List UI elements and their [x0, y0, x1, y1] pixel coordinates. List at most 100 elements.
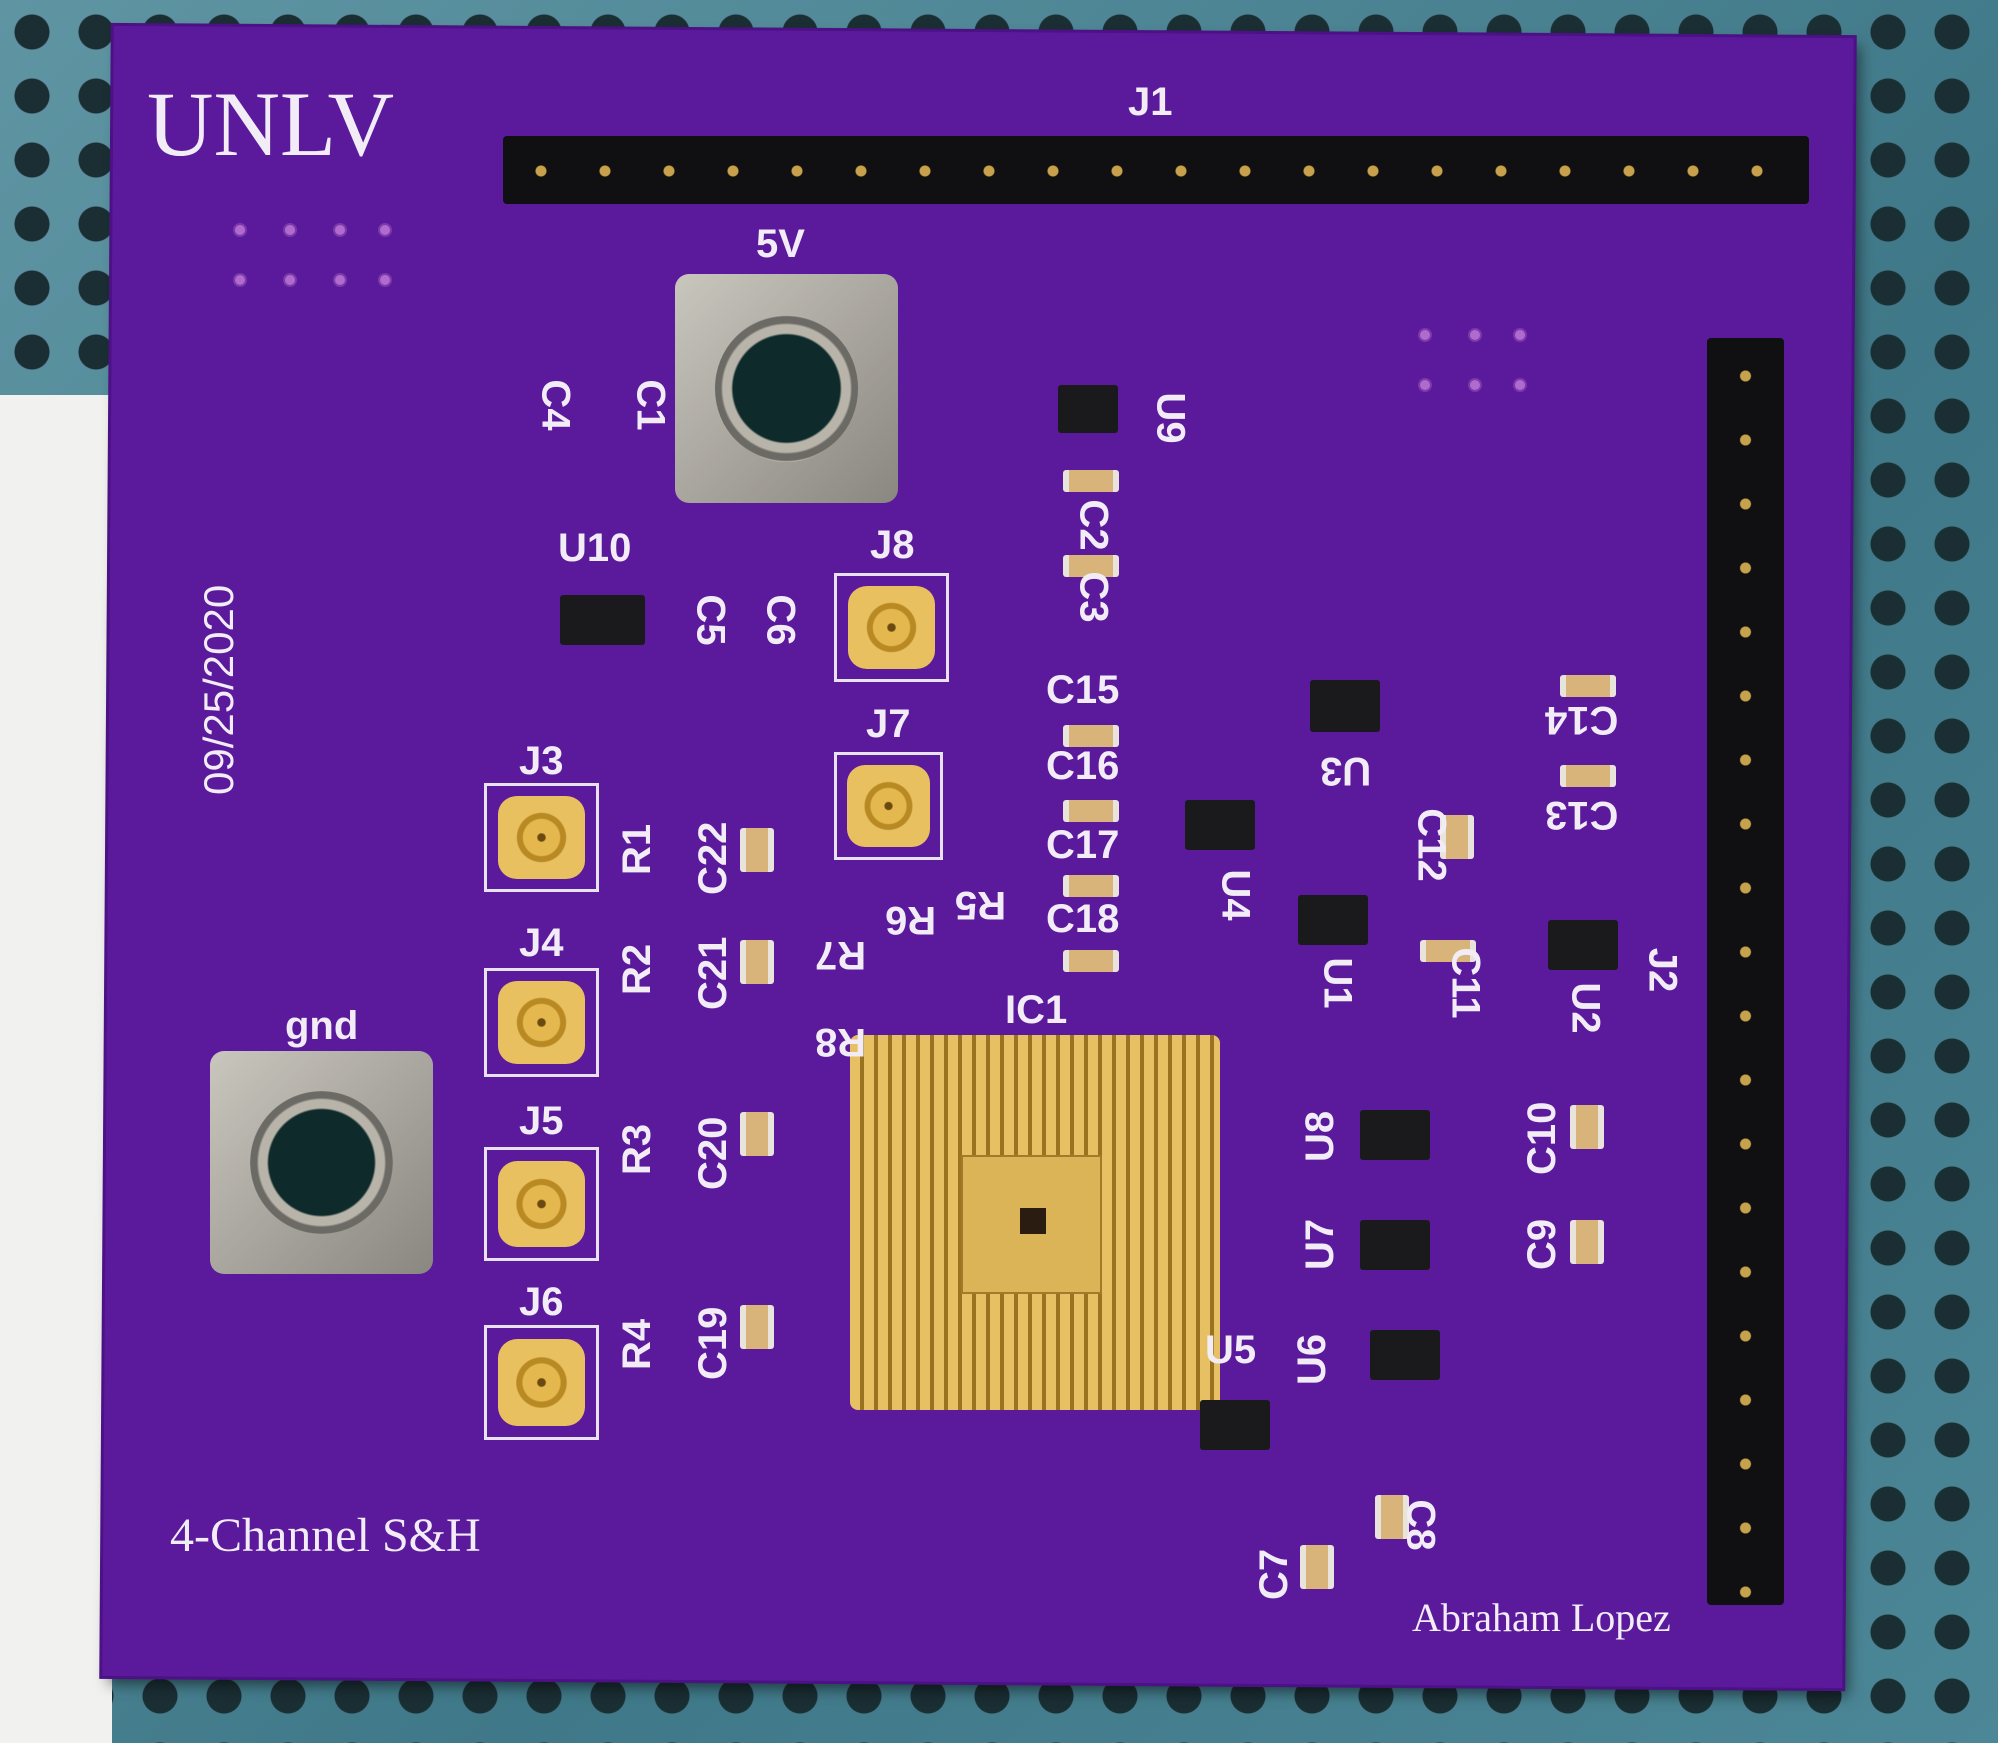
header-j1 [503, 136, 1809, 204]
label-c14: C14 [1545, 698, 1619, 742]
cap-part [1440, 815, 1474, 859]
via [380, 225, 390, 235]
board-title: 4-Channel S&H [170, 1509, 481, 1562]
label-5v: 5V [756, 222, 805, 266]
label-u5: U5 [1205, 1328, 1257, 1372]
label-r7: R7 [815, 933, 867, 977]
u2-part [1548, 920, 1618, 970]
u9-part [1058, 385, 1118, 433]
label-c16: C16 [1046, 744, 1120, 788]
logo-unlv: UNLV [147, 73, 395, 175]
label-c19: C19 [691, 1306, 735, 1380]
label-u10: U10 [558, 526, 632, 570]
cap-part [1560, 675, 1616, 697]
via [335, 225, 345, 235]
cap-part [1063, 725, 1119, 747]
board-date: 09/25/2020 [195, 584, 242, 795]
label-r3: R3 [615, 1123, 659, 1175]
connector-j7 [834, 752, 943, 860]
label-c12: C12 [1409, 808, 1454, 882]
label-c2: C2 [1071, 499, 1116, 551]
connector-j8 [834, 573, 949, 682]
label-u9: U9 [1148, 392, 1193, 444]
label-gnd: gnd [285, 1004, 359, 1048]
label-c5: C5 [688, 594, 733, 646]
cap-part [1570, 1220, 1604, 1264]
label-u8: U8 [1298, 1110, 1342, 1162]
label-r1: R1 [615, 823, 659, 875]
label-c18: C18 [1046, 897, 1120, 941]
label-c8: C8 [1398, 1499, 1443, 1551]
u6-part [1370, 1330, 1440, 1380]
via [1470, 330, 1480, 340]
label-u4: U4 [1213, 869, 1258, 921]
via [1515, 330, 1525, 340]
via [1420, 380, 1430, 390]
label-j3: J3 [519, 739, 564, 783]
label-c4: C4 [533, 379, 578, 431]
label-c22: C22 [691, 821, 735, 895]
label-c10: C10 [1520, 1101, 1564, 1175]
label-j7: J7 [866, 702, 911, 746]
label-c20: C20 [691, 1116, 735, 1190]
u4-part [1185, 800, 1255, 850]
label-c21: C21 [691, 936, 735, 1010]
u10-part [560, 595, 645, 645]
cap-part [1063, 555, 1119, 577]
label-c7: C7 [1252, 1548, 1296, 1600]
label-c9: C9 [1520, 1218, 1564, 1270]
label-r6: R6 [885, 898, 937, 942]
label-r2: R2 [615, 943, 659, 995]
label-c3: C3 [1071, 571, 1116, 623]
cap-part [1570, 1105, 1604, 1149]
cap-part [1375, 1495, 1409, 1539]
via [235, 225, 245, 235]
jack-gnd [210, 1051, 433, 1274]
via [285, 225, 295, 235]
jack-5v [675, 274, 898, 503]
label-u1: U1 [1315, 957, 1360, 1009]
u3-part [1310, 680, 1380, 732]
label-c11: C11 [1443, 947, 1488, 1019]
via [380, 275, 390, 285]
via [1420, 330, 1430, 340]
label-j8: J8 [870, 523, 915, 567]
via [285, 275, 295, 285]
label-r4: R4 [615, 1318, 659, 1370]
header-j2 [1707, 338, 1784, 1605]
cap-part [1063, 800, 1119, 822]
label-c13: C13 [1545, 793, 1619, 837]
paper-label [0, 395, 112, 1743]
u1-part [1298, 895, 1368, 945]
label-c15: C15 [1046, 668, 1120, 712]
connector-j3 [484, 783, 599, 892]
cap-part [1300, 1545, 1334, 1589]
cap-part [740, 1112, 774, 1156]
label-ic1: IC1 [1005, 988, 1068, 1032]
label-c1: C1 [628, 379, 673, 431]
cap-part [740, 1305, 774, 1349]
label-j5: J5 [519, 1099, 564, 1143]
via [335, 275, 345, 285]
label-u7: U7 [1298, 1218, 1342, 1270]
label-r5: R5 [955, 883, 1007, 927]
label-j4: J4 [519, 921, 564, 965]
label-j2: J2 [1640, 947, 1685, 993]
u7-part [1360, 1220, 1430, 1270]
label-u2: U2 [1563, 982, 1608, 1034]
ic1-chip [850, 1035, 1220, 1410]
label-u6: U6 [1290, 1333, 1334, 1385]
label-c17: C17 [1046, 823, 1120, 867]
cap-part [1560, 765, 1616, 787]
cap-part [1063, 950, 1119, 972]
via [1515, 380, 1525, 390]
pcb-board [102, 25, 1854, 1689]
label-u3: U3 [1320, 749, 1372, 793]
label-c6: C6 [758, 594, 803, 646]
u8-part [1360, 1110, 1430, 1160]
connector-j6 [484, 1325, 599, 1440]
via [235, 275, 245, 285]
label-j1: J1 [1128, 80, 1173, 124]
cap-part [740, 828, 774, 872]
connector-j5 [484, 1147, 599, 1261]
